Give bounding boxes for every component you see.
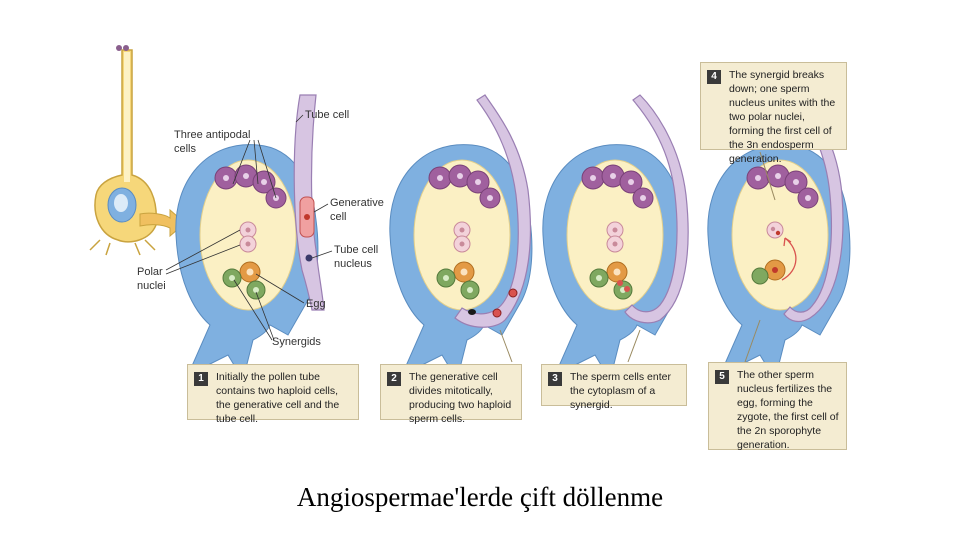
step-text: The other sperm nucleus fertilizes the e… <box>737 369 839 451</box>
svg-text:nuclei: nuclei <box>137 280 166 292</box>
ovule-panel-3 <box>542 94 689 381</box>
svg-text:Egg: Egg <box>306 298 326 310</box>
step-box-2: 2 The generative cell divides mitoticall… <box>380 364 522 425</box>
label-synergids: Synergids <box>233 279 321 348</box>
slide-caption: Angiospermae'lerde çift döllenme <box>296 482 664 512</box>
step-box-4: 4 The synergid breaks down; one sperm nu… <box>700 62 847 165</box>
label-antipodal: Three antipodal cells <box>174 129 277 199</box>
step-text: The synergid breaks down; one sperm nucl… <box>729 69 836 165</box>
ovule-panel-2 <box>389 94 533 381</box>
svg-text:cell: cell <box>330 211 347 223</box>
label-tube-cell-nucleus: Tube cell nucleus <box>311 244 378 270</box>
step-number: 5 <box>715 370 729 384</box>
step-text: Initially the pollen tube contains two h… <box>216 371 340 425</box>
svg-text:Tube cell: Tube cell <box>334 244 378 256</box>
svg-text:Three antipodal: Three antipodal <box>174 129 250 141</box>
step-number: 4 <box>707 70 721 84</box>
label-tube-cell: Tube cell <box>295 109 349 123</box>
pollen-tube <box>454 94 532 328</box>
step-number: 1 <box>194 372 208 386</box>
step-number: 2 <box>387 372 401 386</box>
label-egg: Egg <box>255 273 326 310</box>
svg-text:Polar: Polar <box>137 266 163 278</box>
ovule-panel-4 <box>707 94 851 381</box>
pollen-tube <box>783 94 844 323</box>
svg-text:cells: cells <box>174 143 197 155</box>
svg-text:Tube cell: Tube cell <box>305 109 349 121</box>
svg-text:Generative: Generative <box>330 197 384 209</box>
step-box-1: 1 Initially the pollen tube contains two… <box>187 364 359 425</box>
step-number: 3 <box>548 372 562 386</box>
step-box-3: 3 The sperm cells enter the cytoplasm of… <box>541 364 687 411</box>
step-text: The sperm cells enter the cytoplasm of a… <box>570 371 671 411</box>
step-text: The generative cell divides mitotically,… <box>409 371 512 425</box>
svg-text:nucleus: nucleus <box>334 258 372 270</box>
pollen-tube <box>624 94 689 324</box>
svg-text:Synergids: Synergids <box>272 336 321 348</box>
flower-icon <box>89 45 158 256</box>
label-generative-cell: Generative cell <box>313 197 384 223</box>
step-box-5: 5 The other sperm nucleus fertilizes the… <box>708 362 847 451</box>
label-polar-nuclei: Polar nuclei <box>137 229 241 292</box>
